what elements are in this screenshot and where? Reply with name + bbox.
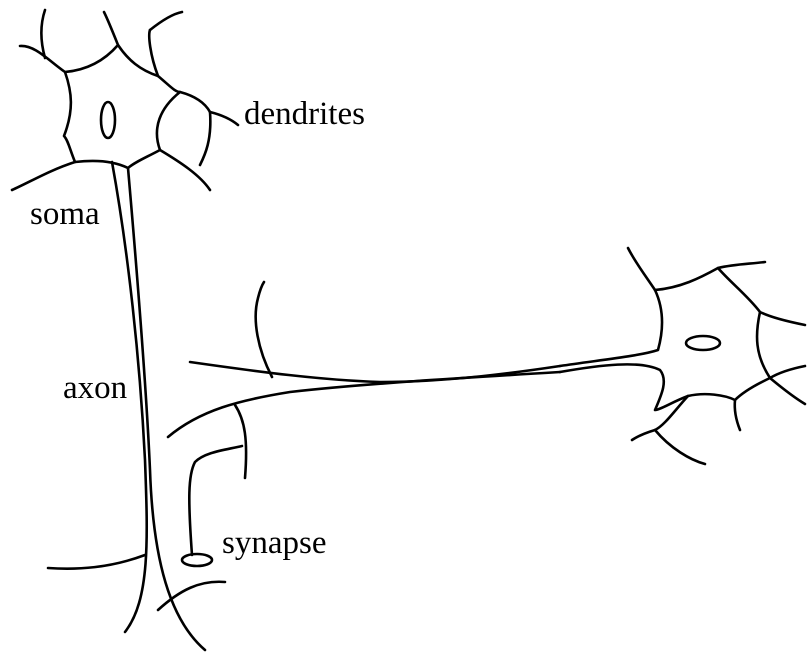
neuron-2-soma-outline: [560, 290, 662, 366]
neuron-1-dendrite: [150, 12, 182, 30]
neuron-1-dendrite: [12, 162, 75, 190]
neuron-2-nucleus: [686, 336, 720, 350]
neuron-1-dendrite: [200, 112, 210, 165]
label-axon: axon: [63, 370, 127, 406]
neuron-1-nucleus: [101, 102, 115, 138]
neuron-1-dendrite: [160, 150, 210, 190]
label-soma: soma: [30, 196, 100, 232]
neuron-1-dendrite: [41, 10, 45, 58]
axon-branch-synapse: [235, 405, 246, 478]
neuron-1-dendrite: [180, 92, 210, 112]
axon-branch: [256, 282, 272, 377]
neuron-1-axon: [128, 168, 205, 650]
label-synapse: synapse: [222, 525, 326, 561]
neuron-2-dendrite: [735, 400, 740, 430]
neuron-2-dendrite: [632, 430, 655, 440]
neuron-1-dendrite: [210, 112, 238, 125]
neuron-1-dendrite: [104, 12, 118, 45]
synapse-terminal: [182, 554, 212, 566]
neuron-2-soma-outline: [560, 268, 770, 410]
neuron-2-dendrite: [770, 378, 805, 404]
connecting-axon-upper: [190, 362, 560, 382]
neuron-1-soma-outline: [64, 45, 180, 168]
neuron-2-dendrite: [760, 312, 805, 325]
neuron-1-dendrite: [149, 30, 158, 76]
neuron-2-dendrite: [628, 248, 655, 290]
neuron-2: [560, 248, 805, 464]
neuron-2-dendrite: [655, 430, 705, 464]
label-dendrites: dendrites: [244, 96, 365, 132]
connecting-axon: [168, 282, 560, 566]
neuron-2-dendrite: [770, 366, 805, 378]
neuron-1-axon-terminal: [48, 555, 145, 569]
neuron-2-dendrite: [718, 262, 765, 268]
